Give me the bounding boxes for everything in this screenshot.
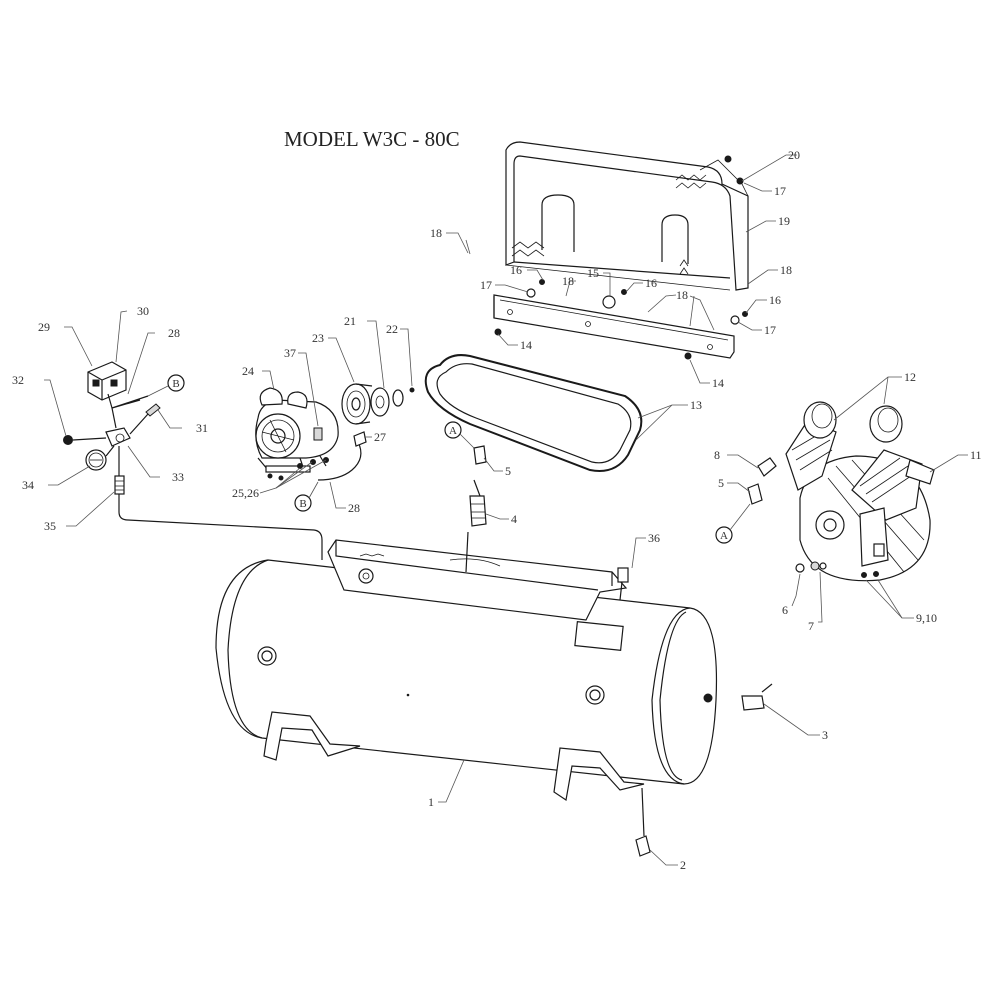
fitting-5-top xyxy=(473,445,487,465)
drain-valve xyxy=(635,787,651,857)
callout-30: 30 xyxy=(137,304,149,318)
screw-20 xyxy=(724,155,732,163)
nut-14-left xyxy=(494,328,502,336)
washer-15 xyxy=(602,295,616,309)
callout-14-right: 14 xyxy=(712,376,724,390)
callout-19: 19 xyxy=(778,214,790,228)
callout-8: 8 xyxy=(714,448,720,462)
fitting-36 xyxy=(617,567,629,601)
callout-28-motor: 28 xyxy=(348,501,360,515)
callout-21: 21 xyxy=(344,314,356,328)
callout-11: 11 xyxy=(970,448,982,462)
callout-15: 15 xyxy=(587,266,599,280)
callout-23: 23 xyxy=(312,331,324,345)
callout-16-mid: 16 xyxy=(645,276,657,290)
tube-28-motor xyxy=(317,441,362,481)
svg-text:A: A xyxy=(449,425,457,437)
pump-fittings-6-7 xyxy=(795,561,879,578)
pressure-switch xyxy=(87,361,149,429)
pressure-gauge xyxy=(85,449,107,471)
washer-17-top xyxy=(736,177,744,185)
fitting-27 xyxy=(353,431,367,447)
svg-text:B: B xyxy=(299,498,306,510)
motor-feet-25-26 xyxy=(267,457,329,481)
callout-35: 35 xyxy=(44,519,56,533)
callout-36: 36 xyxy=(648,531,660,545)
connector-b-switch: B xyxy=(147,374,185,397)
callout-9-10: 9,10 xyxy=(916,611,937,625)
callout-17-right: 17 xyxy=(764,323,776,337)
callout-25-26: 25,26 xyxy=(232,486,259,500)
callout-5-tank: 5 xyxy=(505,464,511,478)
callout-32: 32 xyxy=(12,373,24,387)
connector-a-pump: A xyxy=(715,503,751,544)
nut-14-right xyxy=(684,352,692,360)
fitting-5-pump xyxy=(747,483,763,505)
callout-28-switch: 28 xyxy=(168,326,180,340)
svg-text:B: B xyxy=(172,378,179,390)
key-37 xyxy=(313,427,323,441)
air-tank xyxy=(215,559,718,785)
callout-3: 3 xyxy=(822,728,828,742)
callout-34: 34 xyxy=(22,478,34,492)
callout-17-top: 17 xyxy=(774,184,786,198)
motor-pulley xyxy=(341,383,373,425)
callout-33: 33 xyxy=(172,470,184,484)
callout-29: 29 xyxy=(38,320,50,334)
model-title: MODEL W3C - 80C xyxy=(284,127,460,151)
callout-4: 4 xyxy=(511,512,517,526)
callout-7: 7 xyxy=(808,619,814,633)
compressor-pump xyxy=(785,401,935,582)
nipple-35 xyxy=(114,475,125,495)
elbow-8 xyxy=(757,457,777,477)
callout-17-left: 17 xyxy=(480,278,492,292)
callout-1: 1 xyxy=(428,795,434,809)
plug-32 xyxy=(63,435,73,445)
tank-foot-right xyxy=(553,747,645,802)
callout-18-right: 18 xyxy=(780,263,792,277)
callout-18-bracket: 18 xyxy=(676,288,688,302)
safety-valve-31 xyxy=(145,403,161,417)
electric-motor xyxy=(255,387,339,473)
service-valve xyxy=(741,683,773,711)
callout-24: 24 xyxy=(242,364,254,378)
callout-31: 31 xyxy=(196,421,208,435)
leader-lines xyxy=(44,154,968,866)
callout-27: 27 xyxy=(374,430,386,444)
pulley-hub-21 xyxy=(370,387,390,417)
washer-17-right xyxy=(730,315,740,325)
belt-guard-bracket xyxy=(493,294,735,359)
callout-18-left: 18 xyxy=(430,226,442,240)
bolt-16-mid xyxy=(621,289,627,295)
callout-18-mid: 18 xyxy=(562,274,574,288)
callout-5-pump: 5 xyxy=(718,476,724,490)
callout-22: 22 xyxy=(386,322,398,336)
callout-20: 20 xyxy=(788,148,800,162)
connector-a-tank: A xyxy=(444,421,475,449)
callout-6: 6 xyxy=(782,603,788,617)
discharge-tube xyxy=(465,531,469,573)
callout-labels: 20 17 19 18 18 16 18 15 16 18 16 17 17 1… xyxy=(12,148,982,872)
bolt-16-left xyxy=(539,279,545,285)
callout-12: 12 xyxy=(904,370,916,384)
manifold-tee xyxy=(105,427,131,447)
unloader-tube xyxy=(118,494,323,560)
callout-13: 13 xyxy=(690,398,702,412)
connector-b-motor: B xyxy=(294,481,319,512)
callout-2: 2 xyxy=(680,858,686,872)
callout-16-right: 16 xyxy=(769,293,781,307)
tank-platform xyxy=(327,539,628,621)
tank-foot-left xyxy=(263,711,361,761)
check-valve-4 xyxy=(469,479,487,527)
callout-37: 37 xyxy=(284,346,296,360)
set-screw-22 xyxy=(392,387,415,407)
v-belt xyxy=(424,354,643,472)
belt-guard xyxy=(505,141,749,291)
washer-17-left xyxy=(526,288,536,298)
callout-16-left: 16 xyxy=(510,263,522,277)
svg-text:A: A xyxy=(720,530,728,542)
callout-14-left: 14 xyxy=(520,338,532,352)
